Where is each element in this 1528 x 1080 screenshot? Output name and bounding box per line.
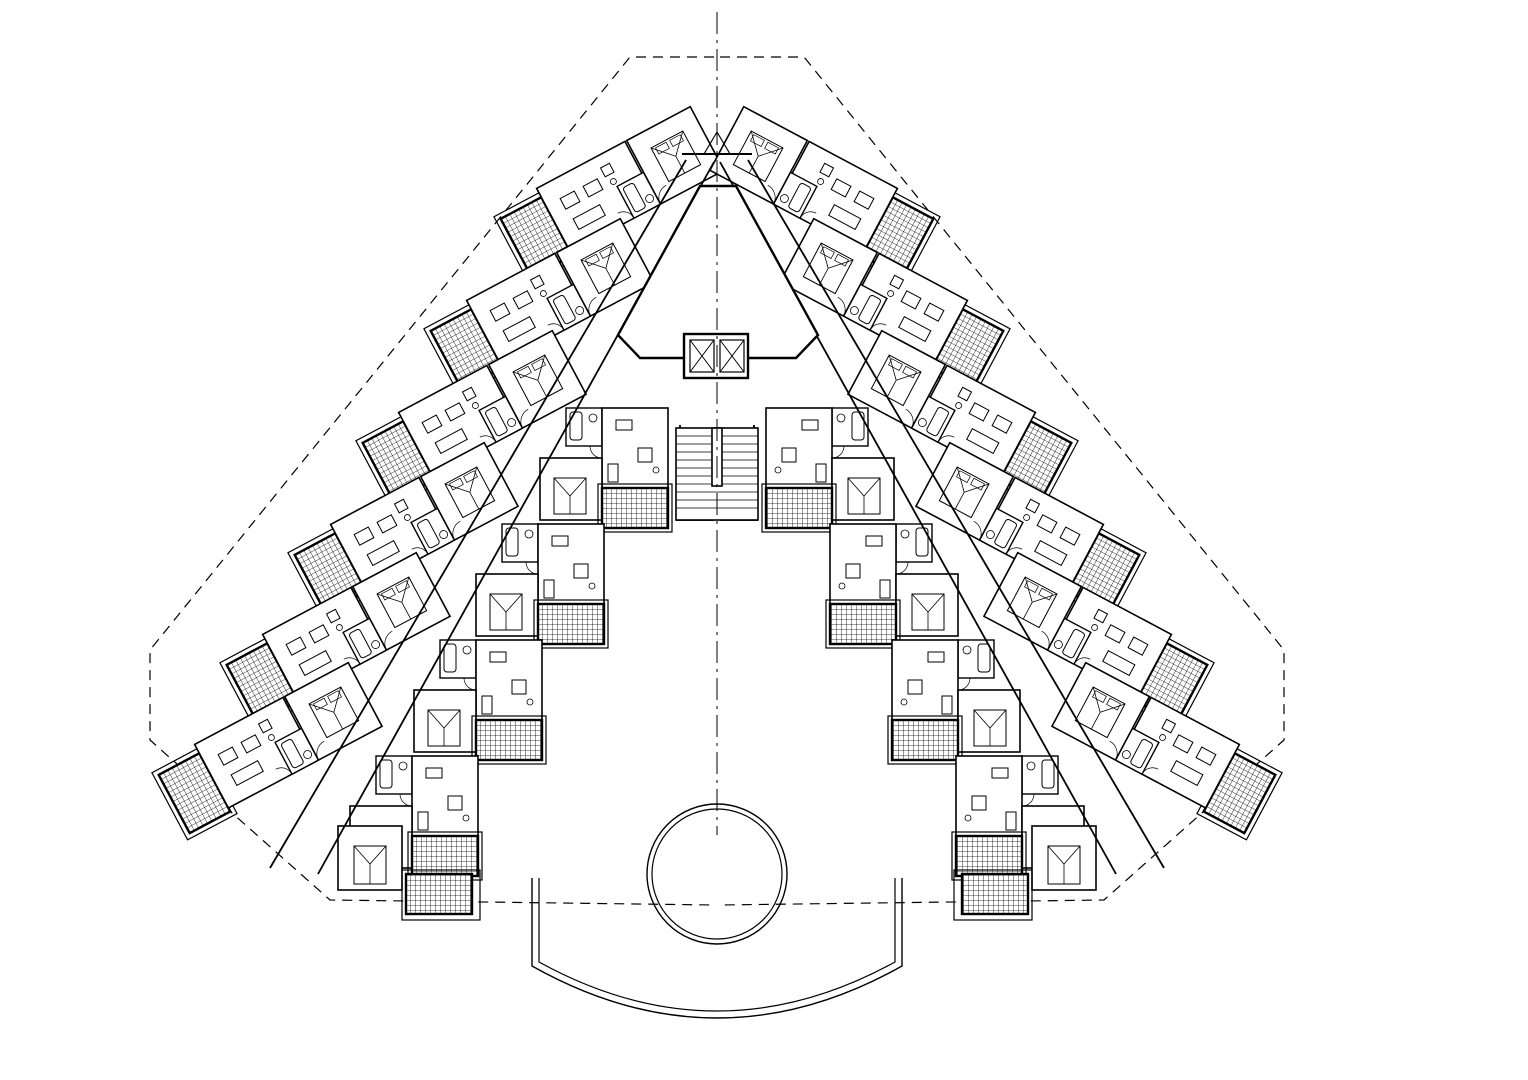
atrium-void [616, 184, 820, 360]
right-wing [706, 57, 1285, 920]
circular-feature [646, 803, 788, 945]
forecourt-wall [531, 878, 903, 1019]
left-wing [150, 57, 729, 920]
elevator-core [682, 332, 750, 380]
